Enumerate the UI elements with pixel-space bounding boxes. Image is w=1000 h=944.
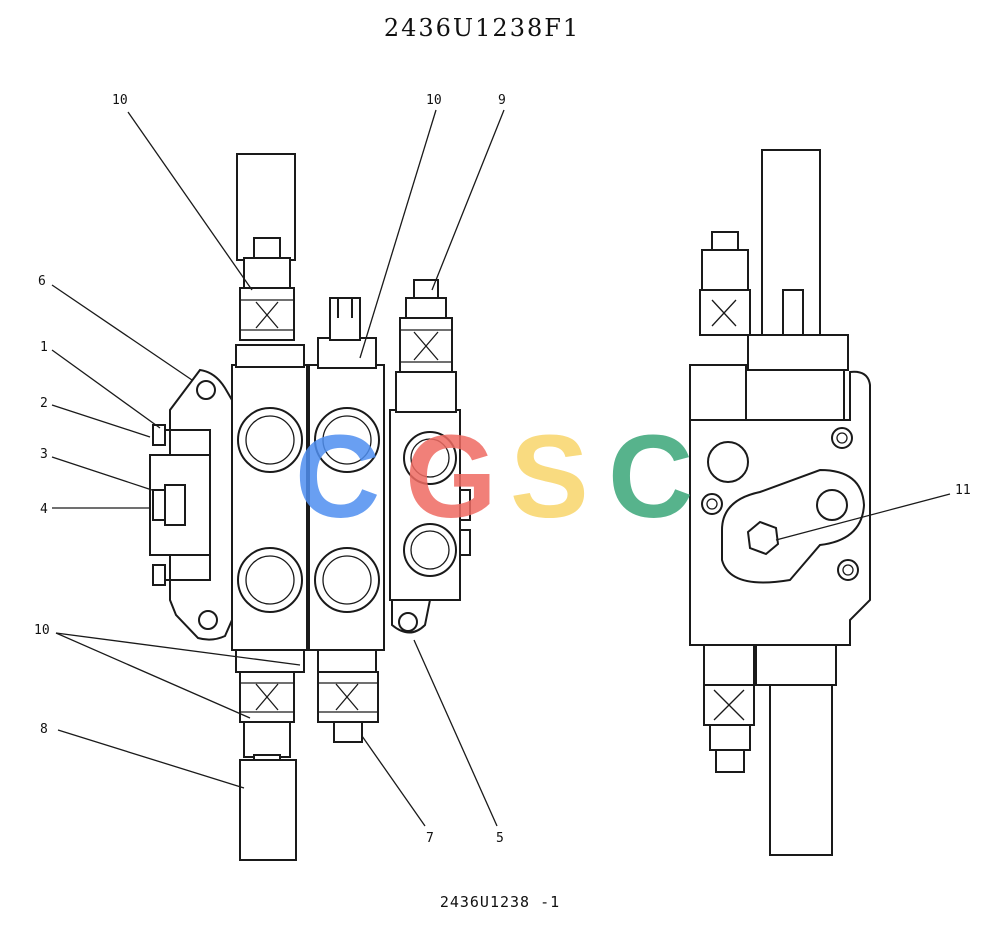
callout-9: 9 (498, 93, 506, 108)
callout-4: 4 (40, 502, 48, 517)
watermark-letter-s: S (510, 411, 589, 543)
callout-2: 2 (40, 396, 48, 411)
watermark-letter-c2: C (608, 411, 693, 543)
callout-10-lower: 10 (34, 623, 50, 638)
callout-8: 8 (40, 722, 48, 737)
callout-1: 1 (40, 340, 48, 355)
callouts: 10 10 9 6 1 2 3 4 10 8 7 5 11 (34, 93, 971, 846)
callout-10-top-left: 10 (112, 93, 128, 108)
watermark-letter-g: G (405, 411, 497, 543)
drawing-footer: 2436U1238 -1 (439, 893, 561, 911)
callout-7: 7 (426, 831, 434, 846)
drawing-title: 2436U1238F1 (383, 14, 581, 42)
callout-10-top-mid: 10 (426, 93, 442, 108)
side-spool-rod-top (761, 149, 821, 361)
callout-6: 6 (38, 274, 46, 289)
watermark-letter-c1: C (295, 411, 380, 543)
left-valve-assembly (149, 153, 471, 861)
side-spool-rod-bottom (769, 684, 833, 856)
right-valve-assembly (689, 149, 871, 856)
cgsc-watermark: C G S C (295, 411, 693, 543)
callout-3: 3 (40, 447, 48, 462)
callout-5: 5 (496, 831, 504, 846)
callout-11: 11 (955, 483, 971, 498)
spool-rod-bottom (239, 759, 297, 861)
